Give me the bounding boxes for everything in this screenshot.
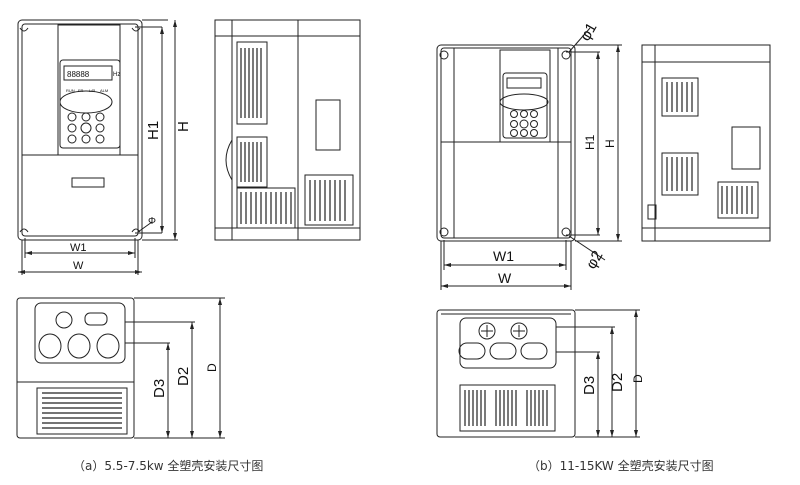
fig-b-dim-h: H — [603, 139, 617, 148]
figure-a-front-view — [17, 19, 178, 275]
fig-b-dim-d3: D3 — [581, 376, 598, 395]
fig-a-dim-w1: W1 — [70, 242, 87, 254]
fig-b-dim-d: D — [631, 374, 645, 383]
fig-a-dim-h1: H1 — [145, 121, 162, 140]
figure-b-caption: （b）11-15KW 全塑壳安装尺寸图 — [528, 459, 714, 473]
keypad-unit-label: Hz — [113, 72, 120, 78]
fig-a-dim-h: H — [175, 121, 192, 132]
fig-b-dim-w: W — [498, 270, 512, 286]
fig-a-dim-w: W — [73, 260, 84, 272]
fig-b-dim-hole-bottom: φ2 — [583, 248, 607, 272]
figure-b-front-view — [436, 27, 622, 290]
keypad-indicator-alm: ALM — [100, 88, 108, 93]
fig-a-dim-d2: D2 — [175, 367, 192, 386]
keypad-indicator-lr: L/R — [89, 88, 95, 93]
figure-a-side-view — [214, 19, 361, 241]
keypad-display-readout: 88888 — [67, 70, 90, 79]
figure-a-caption: （a）5.5-7.5kw 全塑壳安装尺寸图 — [73, 459, 264, 473]
fig-a-dim-d: D — [205, 363, 219, 372]
keypad-indicator-fr: FR — [78, 88, 83, 93]
fig-b-dim-d2: D2 — [609, 373, 626, 392]
fig-a-dim-hole: Φ — [148, 216, 156, 227]
figure-a-bottom-view — [16, 297, 225, 439]
figure-b-bottom-view — [436, 309, 640, 438]
fig-b-dim-hole-top: φ1 — [577, 20, 601, 44]
figure-b-side-view — [641, 44, 771, 242]
fig-a-dim-d3: D3 — [151, 379, 168, 398]
keypad-indicator-run: RUN — [66, 88, 75, 93]
fig-b-dim-w1: W1 — [493, 248, 514, 264]
fig-b-dim-h1: H1 — [583, 134, 597, 150]
